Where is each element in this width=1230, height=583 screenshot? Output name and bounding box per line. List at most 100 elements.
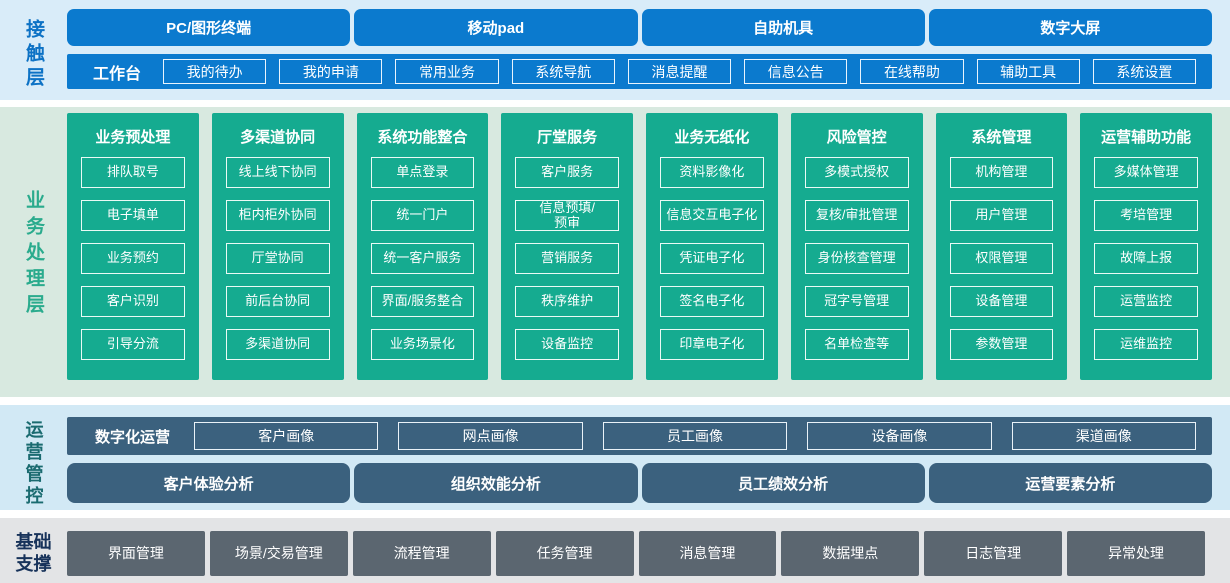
function-box: 故障上报 [1094,243,1198,274]
profile-box-channel: 渠道画像 [1011,422,1196,450]
column-risk-control: 风险管控 多模式授权 复核/审批管理 身份核查管理 冠字号管理 名单检查等 [790,113,923,380]
column-lobby-services: 厅堂服务 客户服务 信息预填/ 预审 营销服务 秩序维护 设备监控 [501,113,633,380]
workbench-item-message-alert: 消息提醒 [627,59,732,84]
function-box: 印章电子化 [660,329,764,360]
layer-label-operations: 运营管控 [23,419,44,508]
profile-box-employee: 员工画像 [602,422,788,450]
function-box: 多渠道协同 [225,329,330,360]
function-box: 前后台协同 [225,286,330,317]
function-box: 参数管理 [949,329,1054,360]
terminal-self-service: 自助机具 [641,9,925,46]
workbench-item-applications: 我的申请 [279,59,383,84]
workbench-item-online-help: 在线帮助 [860,59,964,84]
column-multichannel-collab: 多渠道协同 线上线下协同 柜内柜外协同 厅堂协同 前后台协同 多渠道协同 [211,113,344,380]
function-box: 资料影像化 [660,157,764,188]
function-box: 机构管理 [949,157,1054,188]
column-system-management: 系统管理 机构管理 用户管理 权限管理 设备管理 参数管理 [935,113,1068,380]
base-box-message-management: 消息管理 [638,530,777,576]
column-title: 多渠道协同 [240,128,316,146]
analysis-row: 客户体验分析 组织效能分析 员工绩效分析 运营要素分析 [67,463,1212,503]
function-box: 多媒体管理 [1094,157,1198,188]
function-box: 名单检查等 [804,329,909,360]
function-box: 单点登录 [370,157,475,188]
layer-label-base: 基础 支撑 [15,531,52,575]
function-box: 客户识别 [81,286,185,317]
function-box: 排队取号 [81,157,185,188]
layer-label-business: 业务处理层 [23,190,44,320]
function-box: 设备监控 [515,329,619,360]
function-box: 凭证电子化 [660,243,764,274]
function-box: 界面/服务整合 [370,286,475,317]
function-box: 运维监控 [1094,329,1198,360]
function-box: 权限管理 [949,243,1054,274]
column-business-preprocessing: 业务预处理 排队取号 电子填单 业务预约 客户识别 引导分流 [67,113,199,380]
workbench-item-aux-tools: 辅助工具 [976,59,1080,84]
layer-label-contact: 接触层 [23,18,44,91]
function-box: 用户管理 [949,200,1054,231]
column-system-integration: 系统功能整合 单点登录 统一门户 统一客户服务 界面/服务整合 业务场景化 [356,113,489,380]
function-box: 多模式授权 [804,157,909,188]
function-box: 冠字号管理 [804,286,909,317]
function-box: 签名电子化 [660,286,764,317]
function-box: 业务预约 [81,243,185,274]
column-title: 系统管理 [971,128,1032,146]
base-box-process-management: 流程管理 [352,530,491,576]
base-box-ui-management: 界面管理 [67,530,205,576]
function-box: 客户服务 [515,157,619,188]
digital-operations-label: 数字化运营 [95,428,171,446]
function-box: 营销服务 [515,243,619,274]
terminal-digital-screen: 数字大屏 [928,9,1212,46]
function-box: 柜内柜外协同 [225,200,330,231]
terminal-mobile-pad: 移动pad [354,9,638,46]
function-box: 考培管理 [1094,200,1198,231]
function-box: 身份核查管理 [804,243,909,274]
base-box-exception-handling: 异常处理 [1067,530,1205,576]
layer-base: 基础 支撑 界面管理 场景/交易管理 流程管理 任务管理 消息管理 数据埋点 日… [0,518,1230,583]
function-box: 引导分流 [81,329,185,360]
terminal-pc: PC/图形终端 [67,9,351,46]
column-title: 业务预处理 [95,128,171,146]
layer-contact: 接触层 PC/图形终端 移动pad 自助机具 数字大屏 工作台 我的待办 我的申… [0,0,1230,100]
column-ops-auxiliary: 运营辅助功能 多媒体管理 考培管理 故障上报 运营监控 运维监控 [1080,113,1212,380]
column-paperless-business: 业务无纸化 资料影像化 信息交互电子化 凭证电子化 签名电子化 印章电子化 [646,113,778,380]
workbench-items: 我的待办 我的申请 常用业务 系统导航 消息提醒 信息公告 在线帮助 辅助工具 … [163,59,1196,84]
base-box-data-tracking: 数据埋点 [781,530,920,576]
profile-box-branch: 网点画像 [398,422,583,450]
business-columns: 业务预处理 排队取号 电子填单 业务预约 客户识别 引导分流 多渠道协同 线上线… [67,113,1212,380]
function-box: 设备管理 [949,286,1054,317]
workbench-item-system-nav: 系统导航 [511,59,615,84]
function-box: 电子填单 [81,200,185,231]
base-box-task-management: 任务管理 [495,530,634,576]
column-title: 运营辅助功能 [1101,128,1192,146]
function-box: 运营监控 [1094,286,1198,317]
column-title: 厅堂服务 [537,128,598,146]
function-box: 统一客户服务 [370,243,475,274]
base-box-log-management: 日志管理 [924,530,1063,576]
function-box: 业务场景化 [370,329,475,360]
workbench-item-announcements: 信息公告 [744,59,848,84]
function-box: 信息预填/ 预审 [515,200,619,231]
layer-operations: 运营管控 数字化运营 客户画像 网点画像 员工画像 设备画像 渠道画像 客户体验… [0,405,1230,510]
workbench-item-common-business: 常用业务 [395,59,499,84]
function-box: 秩序维护 [515,286,619,317]
function-box: 信息交互电子化 [660,200,764,231]
analysis-org-efficiency: 组织效能分析 [354,463,638,503]
base-box-scene-transaction: 场景/交易管理 [209,530,348,576]
base-row: 界面管理 场景/交易管理 流程管理 任务管理 消息管理 数据埋点 日志管理 异常… [67,530,1205,576]
analysis-ops-elements: 运营要素分析 [928,463,1212,503]
column-title: 业务无纸化 [674,128,750,146]
workbench-item-todo: 我的待办 [163,59,267,84]
workbench-label: 工作台 [93,65,142,83]
column-title: 系统功能整合 [377,128,468,146]
column-title: 风险管控 [826,128,887,146]
digital-operations-bar: 数字化运营 客户画像 网点画像 员工画像 设备画像 渠道画像 [67,417,1212,455]
function-box: 复核/审批管理 [804,200,909,231]
analysis-customer-experience: 客户体验分析 [67,463,351,503]
analysis-employee-performance: 员工绩效分析 [641,463,925,503]
workbench-bar: 工作台 我的待办 我的申请 常用业务 系统导航 消息提醒 信息公告 在线帮助 辅… [67,54,1212,89]
profile-box-device: 设备画像 [807,422,992,450]
layer-business: 业务处理层 业务预处理 排队取号 电子填单 业务预约 客户识别 引导分流 多渠道… [0,107,1230,397]
workbench-item-system-settings: 系统设置 [1092,59,1196,84]
function-box: 统一门户 [370,200,475,231]
